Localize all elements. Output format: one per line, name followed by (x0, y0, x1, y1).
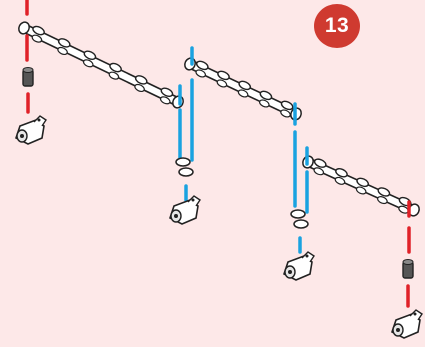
rod-connector (403, 260, 413, 279)
clamps-group (16, 116, 422, 338)
base-clamp (16, 116, 46, 144)
beam-left (16, 19, 185, 110)
rod-ring (294, 220, 308, 228)
base-clamp (392, 310, 422, 338)
rods-group (23, 0, 413, 306)
rod-connector (23, 68, 33, 87)
rod-ring (291, 210, 305, 218)
beam-body (19, 23, 184, 108)
beam-middle (182, 55, 303, 122)
step-number-badge: 13 (314, 4, 360, 48)
base-clamp (284, 252, 314, 280)
rod-ring (176, 158, 190, 166)
rod-ring (179, 168, 193, 176)
beams-group (16, 19, 421, 218)
beam-right (301, 153, 422, 218)
